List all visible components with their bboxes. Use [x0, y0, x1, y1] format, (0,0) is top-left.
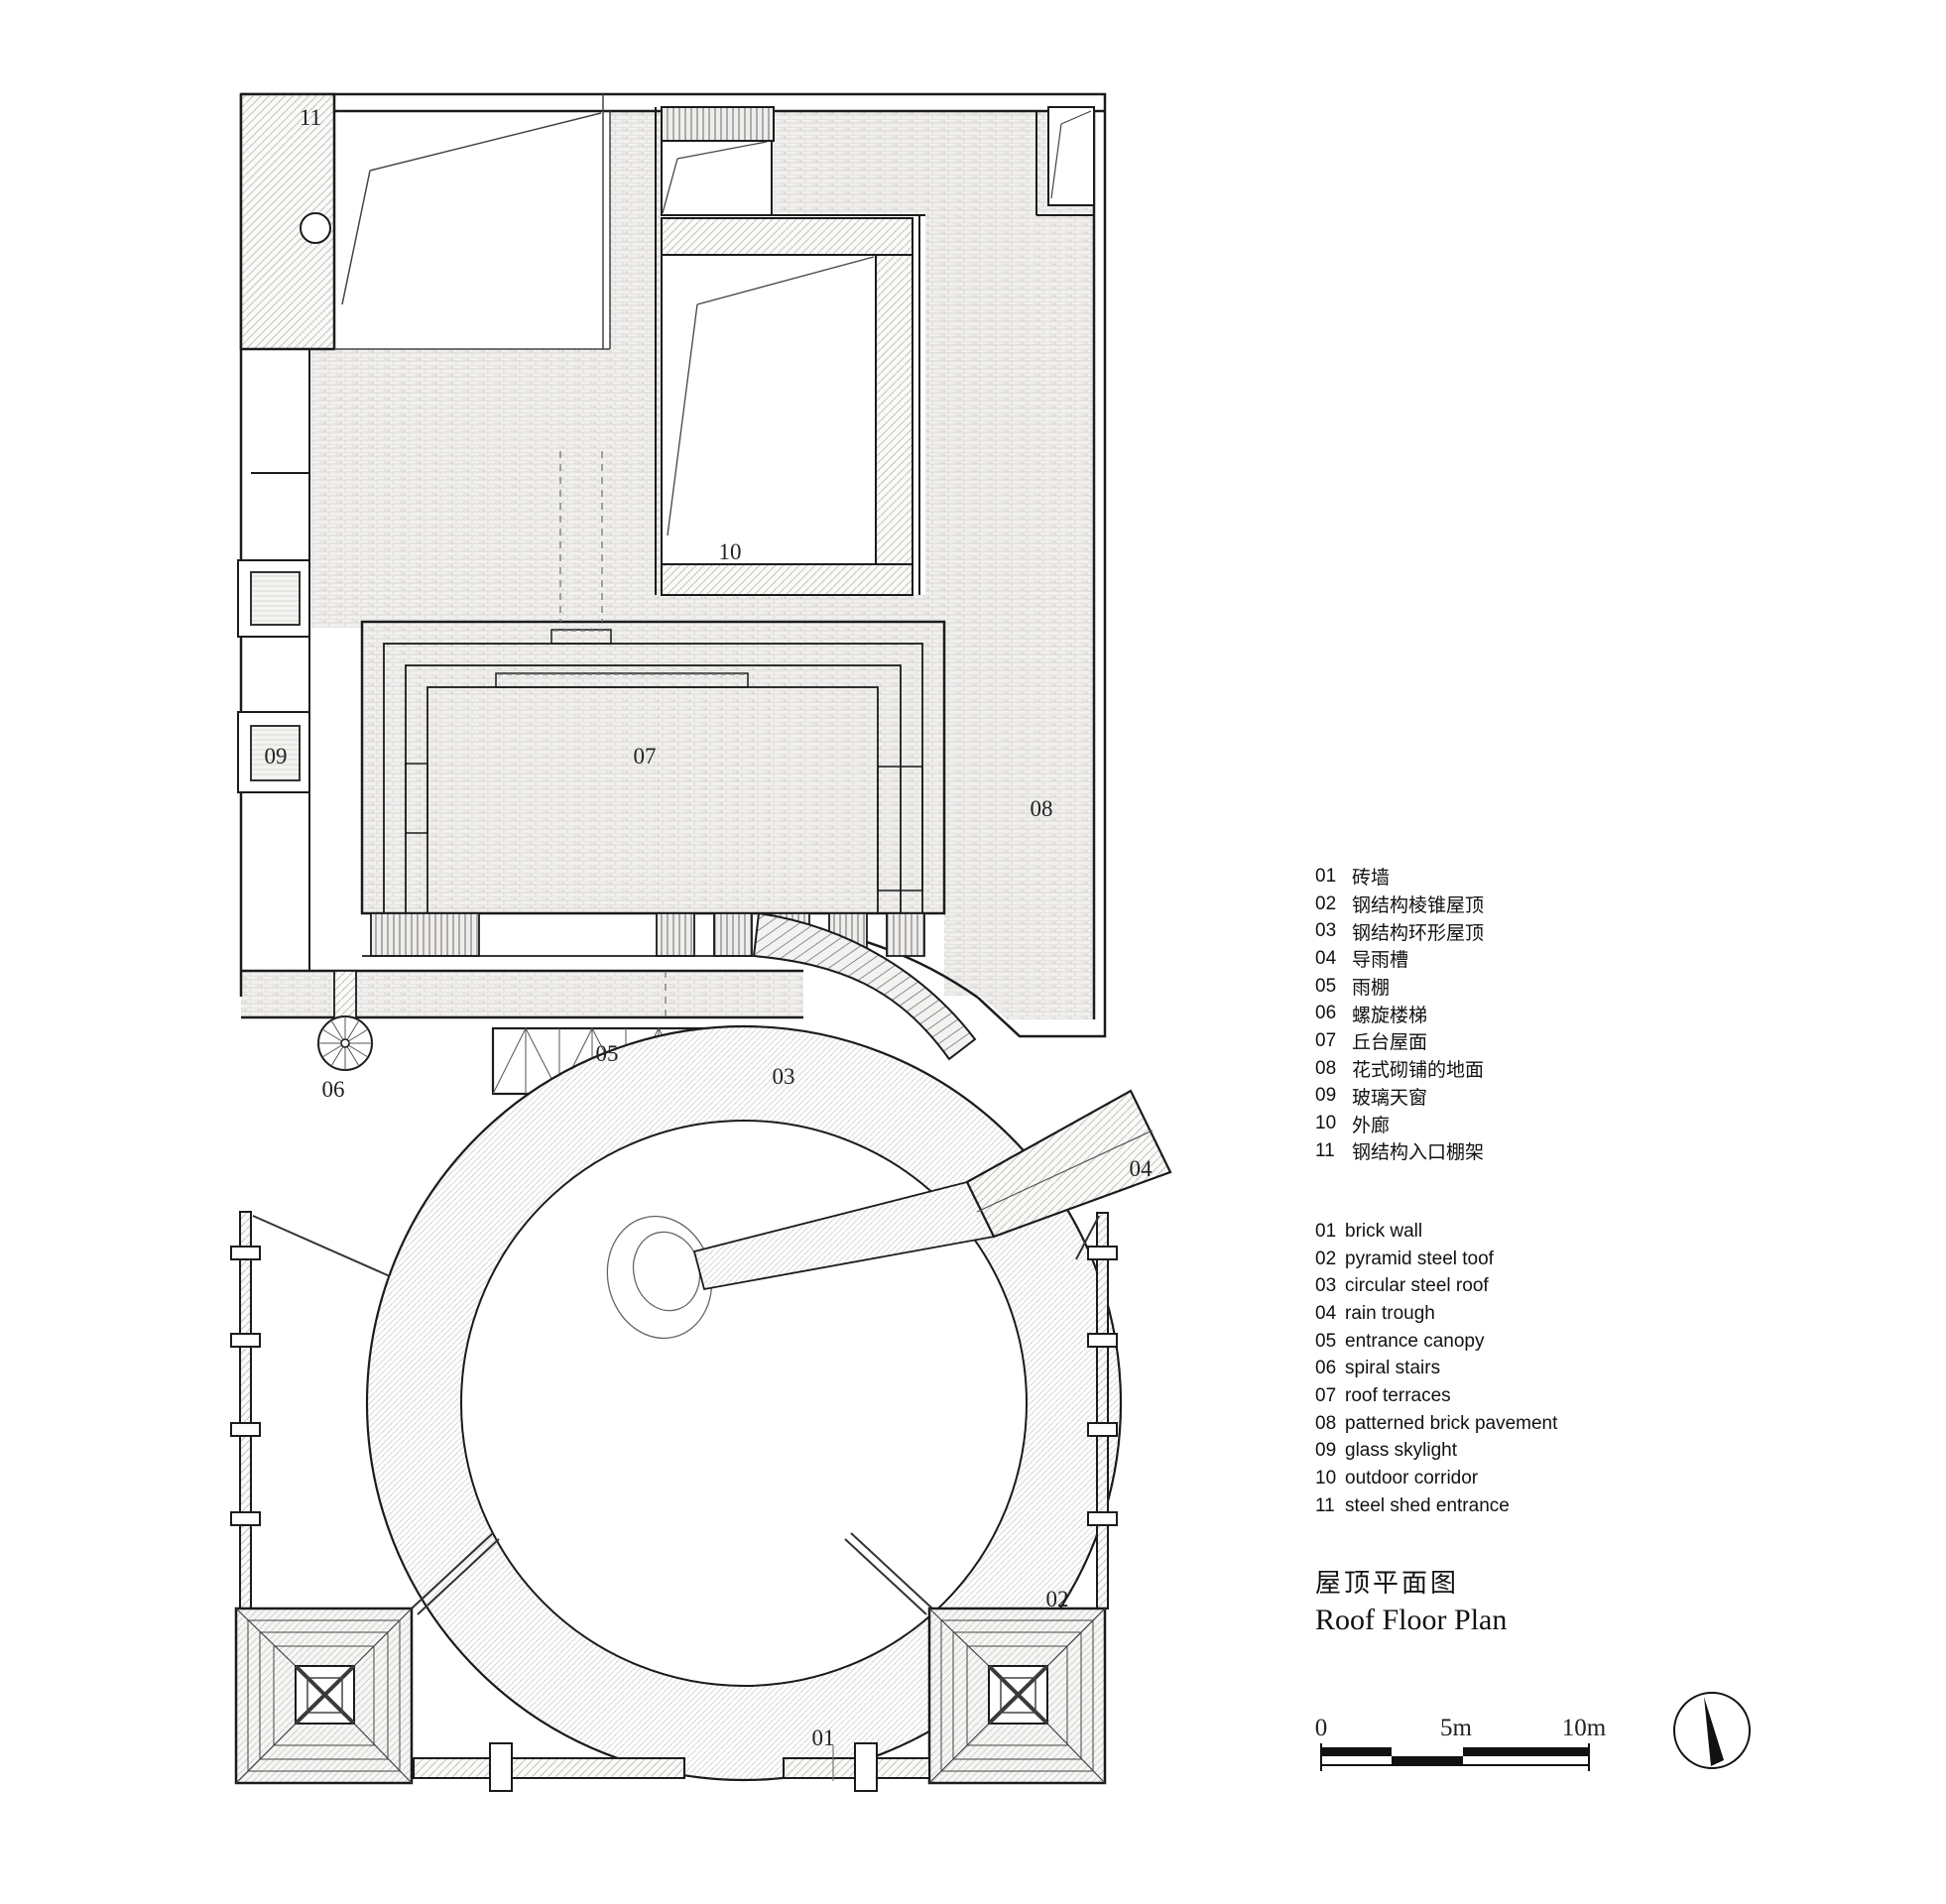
drawing-title-chinese: 屋顶平面图 — [1315, 1568, 1460, 1598]
outdoor-corridor — [655, 106, 925, 596]
steel-struts — [252, 1215, 1100, 1615]
label-03: 03 — [773, 1064, 795, 1089]
label-06: 06 — [322, 1077, 345, 1102]
circular-steel-roof — [365, 1024, 1123, 1782]
pyramid-roof-right — [927, 1606, 1107, 1785]
brick-wall — [413, 1742, 930, 1792]
label-02: 02 — [1046, 1587, 1069, 1611]
label-09: 09 — [265, 744, 288, 769]
drawing-title-english: Roof Floor Plan — [1315, 1604, 1508, 1636]
label-07: 07 — [634, 744, 657, 769]
glass-skylights — [237, 349, 310, 971]
left-fence-wall — [230, 1211, 261, 1609]
label-04: 04 — [1130, 1156, 1154, 1181]
spiral-stairs — [317, 970, 373, 1071]
label-10: 10 — [719, 539, 742, 564]
top-right-roof-panel — [1035, 106, 1095, 216]
label-08: 08 — [1031, 796, 1053, 821]
scale-0: 0 — [1315, 1715, 1328, 1741]
north-arrow-icon — [1673, 1692, 1751, 1769]
curved-stair-band — [752, 911, 977, 1061]
rain-trough — [606, 1089, 1172, 1340]
label-01: 01 — [812, 1726, 835, 1750]
label-05: 05 — [596, 1041, 619, 1066]
steel-shed-entrance — [239, 92, 611, 351]
roof-terraces — [360, 620, 946, 915]
label-11: 11 — [300, 105, 321, 130]
plan-number-labels: 01 02 03 04 05 06 07 08 09 10 11 — [265, 105, 1154, 1750]
pyramid-roof-left — [234, 1606, 414, 1785]
scale-10m: 10m — [1562, 1715, 1607, 1741]
scale-5m: 5m — [1440, 1715, 1473, 1741]
skylight-circle — [300, 212, 331, 244]
scale-bar: 0 5m 10m — [1315, 1715, 1607, 1771]
dashed-reference-lines — [559, 451, 667, 1017]
